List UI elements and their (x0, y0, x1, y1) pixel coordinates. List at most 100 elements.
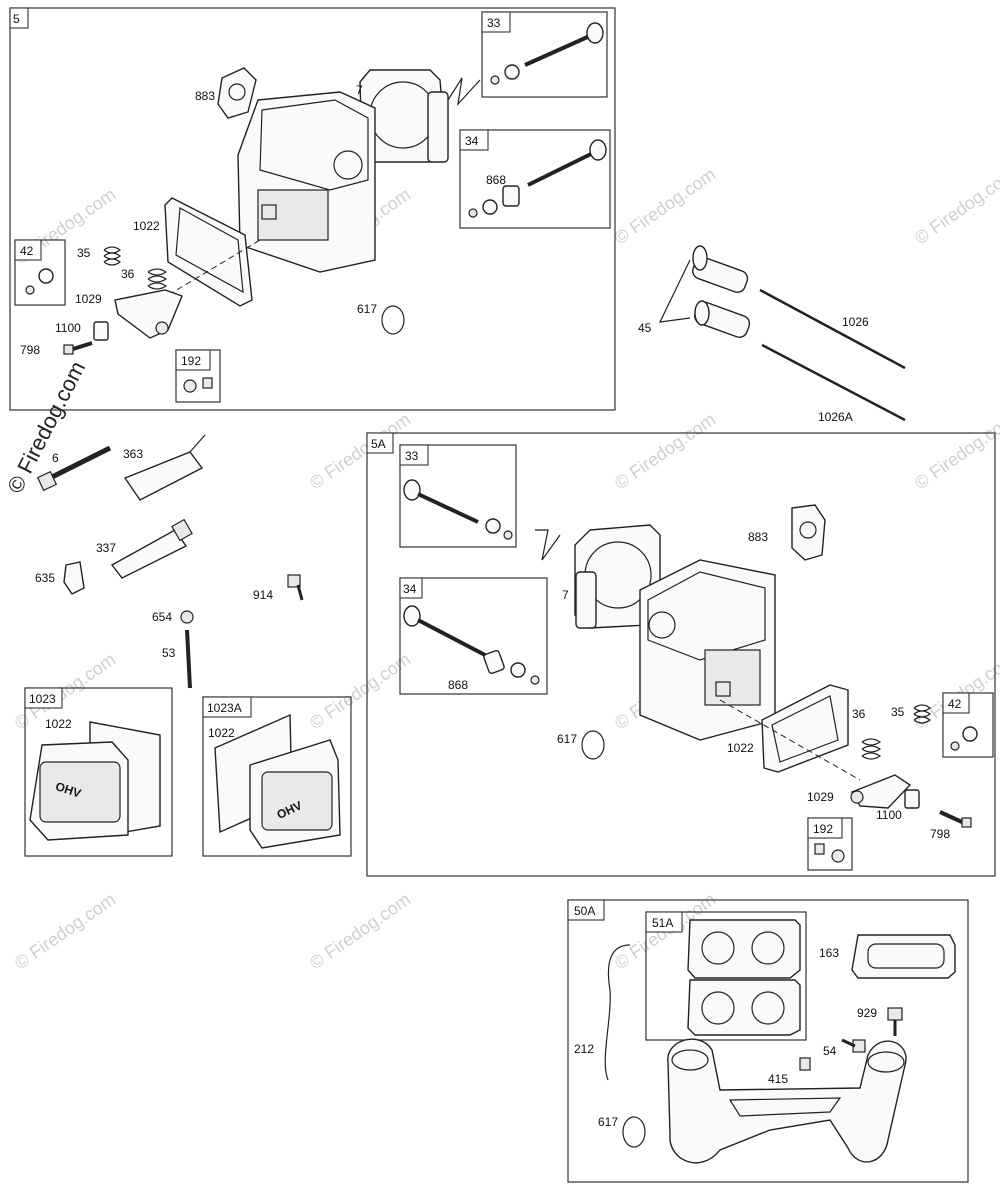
group-1023a-frame (202, 696, 352, 857)
watermark: © Firedog.com (611, 409, 719, 493)
part-label-1022: 1022 (727, 741, 754, 755)
watermark: © Firedog.com (11, 889, 119, 973)
group-192-label: 192 (813, 822, 833, 836)
group-50a: 50A 51A 163 929 54 212 (567, 899, 969, 1183)
group-192-label: 192 (181, 354, 201, 368)
group-42-tag (14, 239, 42, 261)
part-label-798: 798 (20, 343, 40, 357)
watermark: © Firedog.com (611, 164, 719, 248)
push-rod-1026a (761, 343, 906, 422)
group-34-label: 34 (403, 582, 417, 596)
group-50a-frame (567, 899, 969, 1183)
leader (535, 529, 561, 561)
keeper (950, 741, 960, 751)
group-5-label: 5 (13, 12, 20, 26)
part-label-1026a: 1026A (818, 410, 853, 424)
wire-212 (604, 944, 631, 1081)
part-label-1022: 1022 (133, 219, 160, 233)
group-1023-label: 1023 (29, 692, 56, 706)
part-label-35: 35 (77, 246, 91, 260)
group-33-tag (399, 444, 429, 466)
group-5-tag (9, 7, 29, 29)
watermark: © Firedog.com (306, 409, 414, 493)
part-label-45: 45 (638, 321, 652, 335)
spring-36 (147, 268, 168, 290)
group-5a-frame (366, 432, 996, 877)
part-label-929: 929 (857, 1006, 877, 1020)
part-label-1029: 1029 (807, 790, 834, 804)
part-label-617: 617 (598, 1115, 618, 1129)
gasket-883 (217, 67, 257, 119)
group-1023-tag (24, 687, 63, 709)
group-42-label: 42 (948, 697, 962, 711)
part-label-415: 415 (768, 1072, 788, 1086)
group-5: 5 33 34 868 883 (9, 7, 616, 411)
keeper (25, 285, 35, 295)
leader (658, 259, 691, 323)
bolt-6 (36, 445, 112, 492)
spring-35 (913, 704, 932, 724)
part-label-36: 36 (852, 707, 866, 721)
group-33-box (481, 11, 608, 98)
watermark: © Firedog.com (911, 409, 1000, 493)
group-51a-tag (645, 911, 683, 933)
part-label-363: 363 (123, 447, 143, 461)
o-ring-617 (581, 730, 605, 760)
group-33-box (399, 444, 517, 548)
part-label-1100: 1100 (876, 808, 902, 822)
part-label-212: 212 (574, 1042, 594, 1056)
part-label-35: 35 (891, 705, 905, 719)
group-34-tag (399, 577, 423, 599)
exhaust-gasket (687, 979, 801, 1036)
gasket-883 (791, 504, 826, 561)
screw-929 (887, 1007, 903, 1036)
part-label-883: 883 (748, 530, 768, 544)
watermark: © Firedog.com (911, 649, 1000, 733)
exhaust-valve (403, 479, 513, 540)
o-ring-617 (622, 1116, 646, 1148)
watermark: © Firedog.com (306, 649, 414, 733)
group-33-tag (481, 11, 511, 33)
retainer (38, 268, 54, 284)
spark-plug-boot-635 (63, 561, 85, 595)
group-34-box (459, 129, 611, 229)
set-screw (202, 377, 213, 389)
group-1023-frame (24, 687, 173, 857)
valve-cover-top (39, 761, 121, 823)
gasket-1022 (164, 197, 253, 307)
exhaust-manifold (667, 1038, 907, 1164)
group-33-label: 33 (405, 449, 419, 463)
exhaust-gasket (687, 919, 801, 979)
group-1023a-tag (202, 696, 252, 718)
nut (183, 379, 197, 393)
part-label-617: 617 (557, 732, 577, 746)
rocker-nut (155, 321, 169, 335)
nut-415 (799, 1057, 811, 1071)
rocker-nut (850, 790, 864, 804)
part-label-7: 7 (562, 588, 569, 602)
stud-53 (185, 629, 192, 689)
push-rod-1026 (759, 288, 906, 370)
group-34-label: 34 (465, 134, 479, 148)
group-51a-label: 51A (652, 916, 673, 930)
part-label-1100: 1100 (55, 321, 81, 335)
part-label-1022: 1022 (45, 717, 72, 731)
part-label-798: 798 (930, 827, 950, 841)
cylinder-head (237, 91, 376, 273)
group-42-tag (942, 692, 970, 714)
intake-valve (403, 605, 540, 685)
valve-cover-top (261, 771, 333, 831)
group-33-label: 33 (487, 16, 501, 30)
group-5a-tag (366, 432, 394, 454)
group-51a-box (645, 911, 807, 1041)
part-label-914: 914 (253, 588, 273, 602)
exhaust-valve (490, 22, 604, 85)
spring-36 (861, 738, 882, 760)
group-5a-label: 5A (371, 437, 386, 451)
part-label-337: 337 (96, 541, 116, 555)
group-192-tag (175, 349, 211, 371)
watermark: © Firedog.com (306, 889, 414, 973)
tappet-45 (692, 245, 751, 338)
intake-valve (468, 139, 607, 218)
